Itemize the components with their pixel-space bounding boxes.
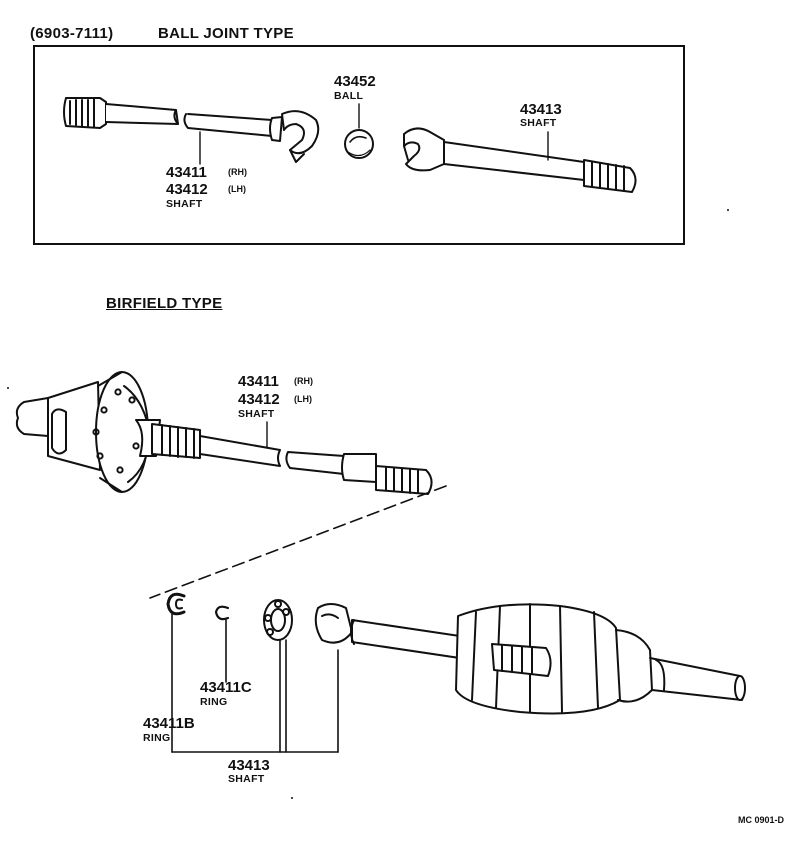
birfield-housing: [15, 371, 161, 493]
ball-joint-frame: [33, 45, 685, 245]
ring-c-icon: [214, 605, 230, 621]
ball-joint-outer-shaft: [403, 127, 637, 193]
birfield-shaft-lh-number: 43412: [238, 391, 280, 408]
birfield-shaft-rh-number: 43411: [238, 373, 279, 390]
ring-c-number: 43411C: [200, 679, 252, 696]
outer-shaft-part-number: 43413: [520, 101, 562, 118]
inner-shaft-name: SHAFT: [166, 198, 203, 210]
birfield-shaft-name: SHAFT: [238, 408, 275, 420]
assembly-dashed-line: [149, 485, 447, 599]
footer-code: MC 0901-D: [738, 815, 785, 825]
ball-joint-inner-shaft: [63, 97, 283, 142]
ring-b-name: RING: [143, 732, 171, 744]
ring-b-icon: [166, 592, 186, 616]
outer-shaft-part-name: SHAFT: [520, 117, 557, 129]
birfield-shaft-rh-side: (RH): [294, 376, 313, 386]
birfield-outer-shaft: [350, 603, 746, 715]
inner-shaft-lh-number: 43412: [166, 181, 208, 198]
ball-icon: [344, 129, 374, 159]
bearing-cage-icon: [263, 599, 293, 641]
ball-joint-yoke-inner: [281, 110, 320, 163]
outer-race-icon: [314, 603, 353, 644]
ball-joint-leader-lines: [199, 103, 549, 165]
ring-c-name: RING: [200, 696, 228, 708]
inner-shaft-rh-side: (RH): [228, 167, 247, 177]
outer-shaft-number: 43413: [228, 757, 270, 774]
ball-part-number: 43452: [334, 73, 376, 90]
date-range-label: (6903-7111): [30, 25, 114, 42]
outer-shaft-name: SHAFT: [228, 773, 265, 785]
inner-shaft-lh-side: (LH): [228, 184, 246, 194]
ball-part-name: BALL: [334, 90, 364, 102]
inner-shaft-rh-number: 43411: [166, 164, 207, 181]
birfield-shaft-lh-side: (LH): [294, 394, 312, 404]
birfield-inner-shaft: [151, 423, 433, 495]
parts-bracket-lines: [171, 613, 339, 753]
ring-b-number: 43411B: [143, 715, 195, 732]
birfield-type-title: BIRFIELD TYPE: [106, 295, 223, 312]
ball-joint-type-title: BALL JOINT TYPE: [158, 25, 294, 42]
